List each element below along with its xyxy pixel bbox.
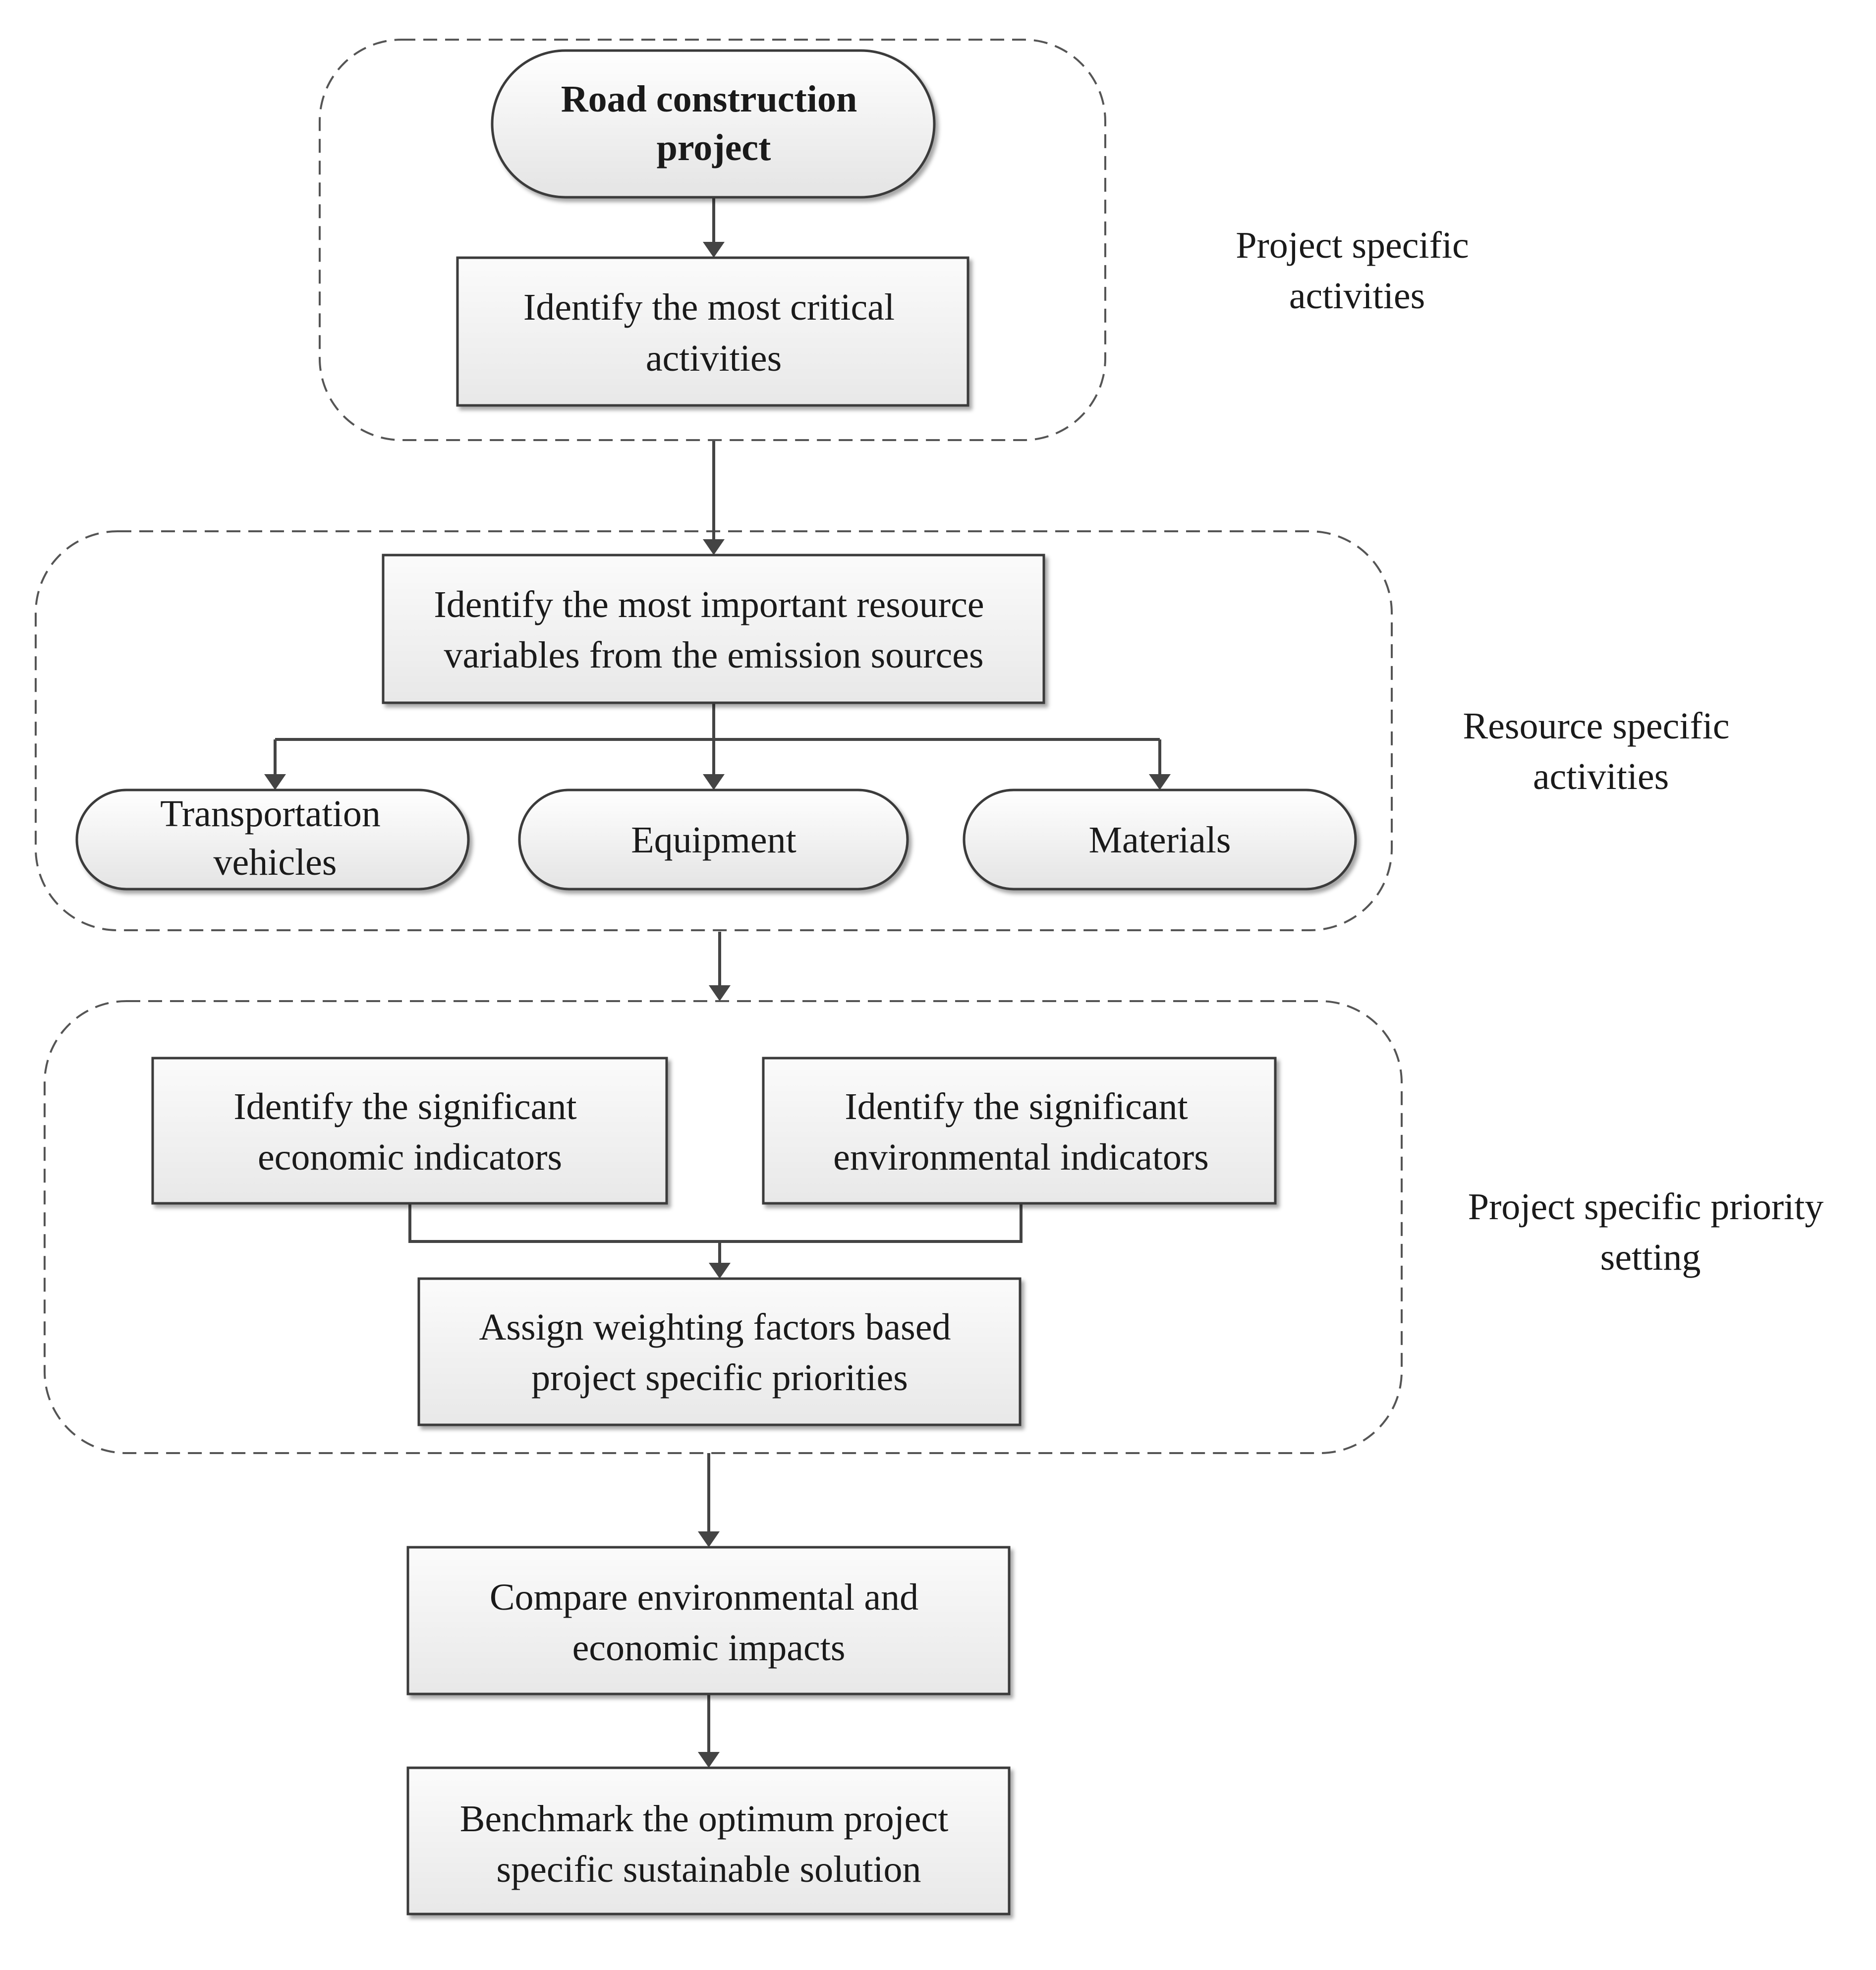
label-line: economic indicators [258, 1136, 562, 1178]
label-line: Road construction [561, 78, 857, 120]
label-line: Equipment [631, 819, 796, 861]
label-line: Identify the significant [233, 1086, 576, 1127]
node-identify-critical-activities [456, 256, 969, 407]
label-line: Compare environmental and [490, 1576, 918, 1618]
node-benchmark-solution [406, 1766, 1011, 1915]
node-compare-impacts-label: Compare environmental and economic impac… [490, 1576, 928, 1669]
node-road-construction-project-label: Road construction project [561, 78, 866, 169]
group-label-project-activities: Project specific activities [1236, 225, 1478, 317]
label-line: vehicles [213, 842, 337, 883]
node-identify-resource-variables-label: Identify the most important resource var… [434, 584, 993, 676]
label-line: project specific priorities [531, 1357, 908, 1399]
label-line: project [657, 127, 771, 169]
connectors [264, 198, 1171, 1768]
group-project-activities [319, 39, 1106, 441]
label-line: Assign weighting factors based [479, 1306, 951, 1348]
node-equipment [518, 788, 909, 891]
label-line: activities [1533, 756, 1669, 797]
node-identify-resource-variables [382, 554, 1045, 704]
label-line: activities [1289, 275, 1425, 317]
label-line: Identify the significant [845, 1086, 1188, 1127]
node-compare-impacts [406, 1546, 1011, 1695]
label-line: economic impacts [572, 1627, 846, 1669]
node-transportation-vehicles-label: Transportation vehicles [160, 793, 390, 883]
label-line: setting [1600, 1237, 1701, 1278]
label-line: specific sustainable solution [497, 1849, 921, 1890]
node-equipment-label: Equipment [631, 819, 796, 861]
node-identify-critical-activities-label: Identify the most critical activities [523, 286, 904, 379]
node-environmental-indicators-label: Identify the significant environmental i… [833, 1086, 1209, 1178]
group-priority-setting [44, 1000, 1403, 1454]
label-line: Materials [1088, 819, 1231, 861]
node-environmental-indicators [762, 1057, 1277, 1205]
label-line: Project specific [1236, 225, 1469, 266]
node-road-construction-project [491, 49, 936, 199]
node-materials-label: Materials [1088, 819, 1231, 861]
label-line: Transportation [160, 793, 381, 835]
label-line: Identify the most important resource [434, 584, 984, 625]
label-line: environmental indicators [833, 1136, 1209, 1178]
label-line: activities [646, 338, 782, 379]
label-line: Identify the most critical [523, 286, 895, 328]
label-line: Project specific priority [1468, 1186, 1824, 1228]
node-economic-indicators [151, 1057, 668, 1205]
node-benchmark-solution-label: Benchmark the optimum project specific s… [460, 1798, 958, 1890]
label-line: variables from the emission sources [444, 634, 983, 676]
node-assign-weighting-factors [417, 1277, 1022, 1426]
node-transportation-vehicles [75, 788, 470, 891]
label-line: Resource specific [1463, 705, 1729, 747]
group-label-priority-setting: Project specific priority setting [1468, 1186, 1833, 1278]
node-assign-weighting-factors-label: Assign weighting factors based project s… [479, 1306, 961, 1399]
group-label-resource-activities: Resource specific activities [1463, 705, 1739, 797]
node-materials [963, 788, 1357, 891]
node-economic-indicators-label: Identify the significant economic indica… [233, 1086, 586, 1178]
label-line: Benchmark the optimum project [460, 1798, 949, 1840]
